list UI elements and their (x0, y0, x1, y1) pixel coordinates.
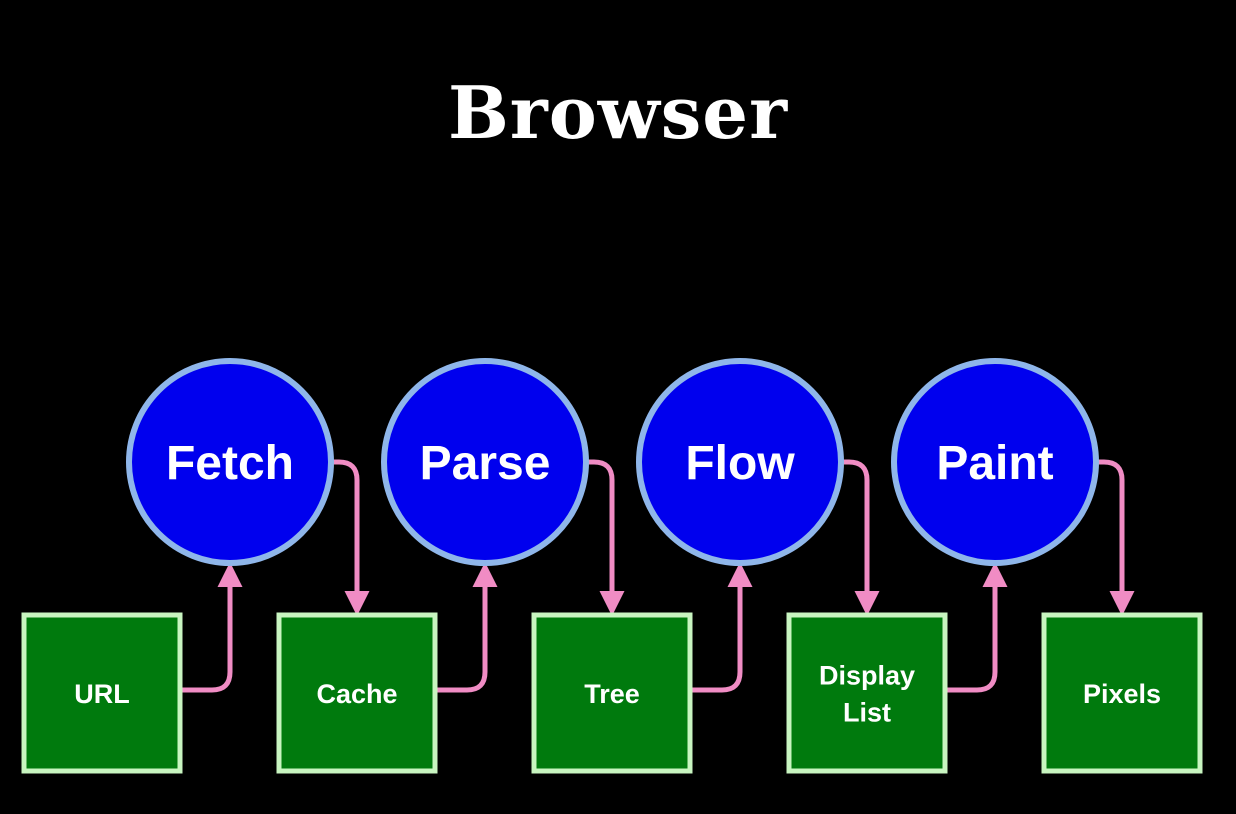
slide-title: Browser (447, 70, 789, 155)
flow-arrow (945, 562, 1008, 693)
data-label-url: URL (74, 679, 130, 709)
flow-arrow (841, 459, 880, 616)
data-box-pixels (1041, 612, 1203, 774)
stage-circle-parse (381, 358, 589, 566)
data-label-display-list: Display (819, 661, 915, 691)
flow-arrow (1096, 459, 1135, 616)
stage-circle-fetch (126, 358, 334, 566)
stage-label-parse: Parse (420, 437, 551, 490)
data-box-tree (531, 612, 693, 774)
stage-circle-paint (891, 358, 1099, 566)
flow-arrow (435, 562, 498, 693)
stage-circle-flow (636, 358, 844, 566)
data-label-cache: Cache (316, 679, 397, 709)
stage-label-fetch: Fetch (166, 437, 294, 490)
flow-arrow (331, 459, 370, 616)
data-label-pixels: Pixels (1083, 679, 1161, 709)
data-label-display-list: List (843, 698, 891, 728)
data-box-cache (276, 612, 438, 774)
flow-arrow (180, 562, 243, 693)
stage-label-paint: Paint (936, 437, 1053, 490)
stage-label-flow: Flow (685, 437, 795, 490)
data-box-url (21, 612, 183, 774)
data-box-display-list (786, 612, 948, 774)
data-label-tree: Tree (584, 679, 640, 709)
flow-arrow (586, 459, 625, 616)
flow-arrow (690, 562, 753, 693)
